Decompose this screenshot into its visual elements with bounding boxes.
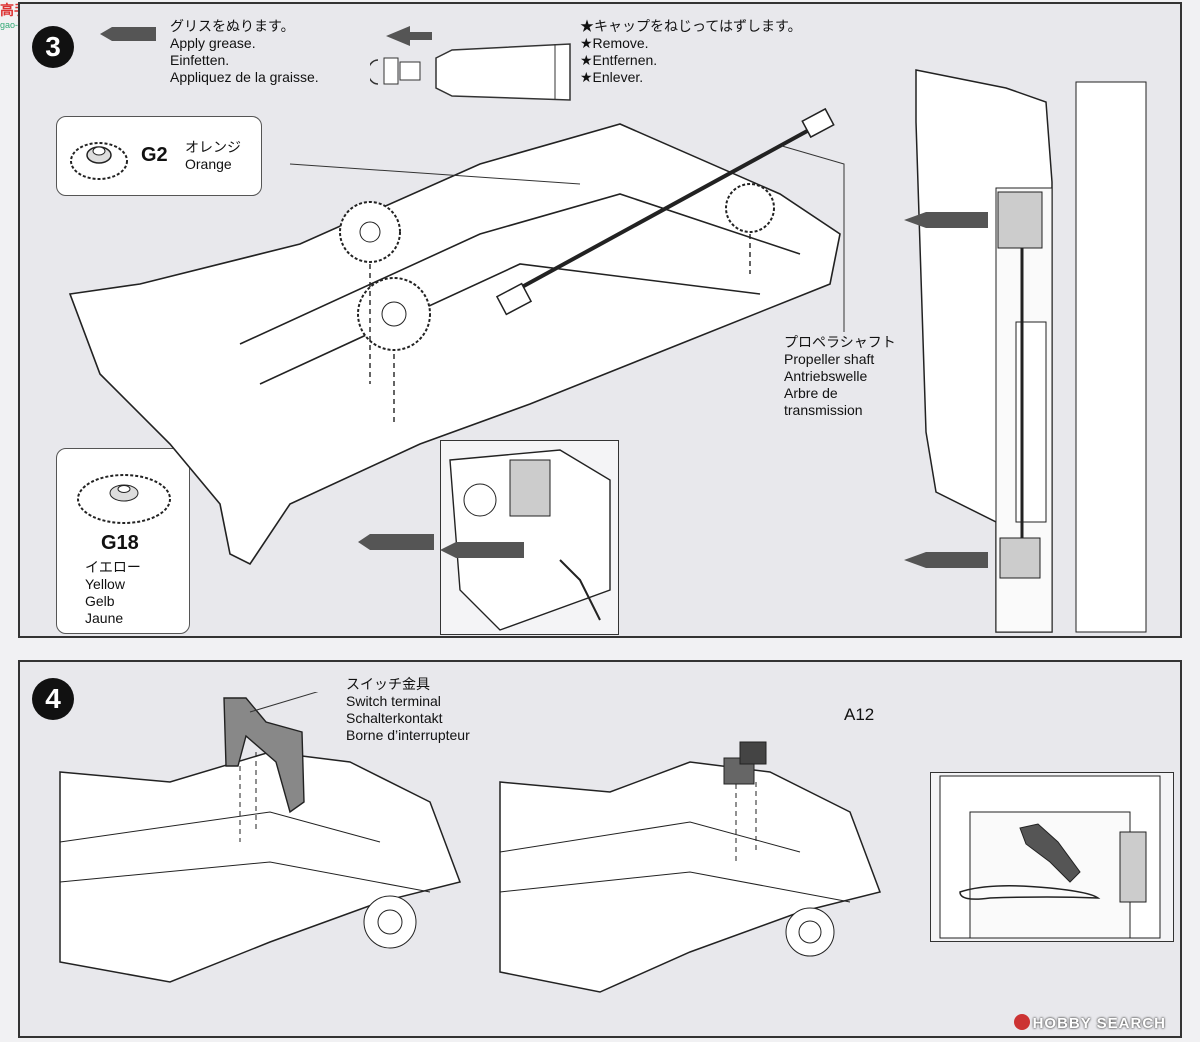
grease-jp: グリスをぬります。 bbox=[170, 18, 295, 34]
switch-terminal-assembly-drawing bbox=[59, 692, 461, 983]
gear-g2-en: Orange bbox=[185, 156, 232, 172]
propeller-fr1: Arbre de bbox=[784, 385, 838, 401]
switch-jp: スイッチ金具 bbox=[346, 676, 430, 692]
propeller-jp: プロペラシャフト bbox=[784, 334, 896, 350]
cap-jp: ★キャップをねじってはずします。 bbox=[580, 18, 802, 34]
gear-g2-callout: G2 オレンジ Orange bbox=[56, 116, 262, 196]
gear-g18-en: Yellow bbox=[85, 576, 125, 592]
switch-terminal-label: スイッチ金具 Switch terminal Schalterkontakt B… bbox=[346, 676, 470, 744]
hobbysearch-logo-icon bbox=[1013, 1014, 1030, 1030]
propeller-fr2: transmission bbox=[784, 402, 863, 418]
grease-tube-icon bbox=[100, 27, 156, 41]
switch-en: Switch terminal bbox=[346, 693, 441, 709]
step-4-panel: 4 スイッチ金具 Switch terminal Schalterkontakt… bbox=[18, 660, 1182, 1038]
switch-de: Schalterkontakt bbox=[346, 710, 443, 726]
switch-detail-inset bbox=[930, 772, 1174, 942]
step-3-panel: 3 グリスをぬります。 Apply grease. Einfetten. App… bbox=[18, 2, 1182, 638]
hobbysearch-watermark: HOBBY SEARCH bbox=[1013, 1014, 1166, 1032]
gear-g2-code: G2 bbox=[141, 144, 168, 166]
step-4-badge: 4 bbox=[32, 678, 74, 720]
part-a12-label: A12 bbox=[844, 705, 875, 724]
gear-g2-jp: オレンジ bbox=[185, 139, 241, 155]
cap-fr: ★Enlever. bbox=[580, 69, 644, 85]
part-a12-assembly-drawing bbox=[499, 741, 881, 993]
gear-g18-jp: イエロー bbox=[85, 559, 141, 575]
propeller-en: Propeller shaft bbox=[784, 351, 875, 367]
gear-g2-names: オレンジ Orange bbox=[185, 139, 241, 173]
cap-de: ★Entfernen. bbox=[580, 52, 658, 68]
cap-en: ★Remove. bbox=[580, 35, 649, 51]
gear-g2-icon bbox=[70, 142, 128, 180]
grease-en: Apply grease. bbox=[170, 35, 256, 51]
switch-fr: Borne d’interrupteur bbox=[346, 727, 470, 743]
propeller-shaft-label: プロペラシャフト Propeller shaft Antriebswelle A… bbox=[784, 334, 896, 419]
chassis-top-view bbox=[904, 69, 1147, 633]
grease-tube-icon-inset bbox=[358, 534, 434, 550]
gear-g18-de: Gelb bbox=[85, 593, 115, 609]
grease-de: Einfetten. bbox=[170, 52, 230, 68]
cap-instructions: ★キャップをねじってはずします。 ★Remove. ★Entfernen. ★E… bbox=[580, 18, 802, 86]
cap-removal-illustration bbox=[370, 26, 571, 101]
chassis-assembly-drawing bbox=[68, 107, 841, 566]
step-3-badge: 3 bbox=[32, 26, 74, 68]
gear-g18-fr: Jaune bbox=[85, 610, 124, 626]
grease-instructions: グリスをぬります。 Apply grease. Einfetten. Appli… bbox=[170, 18, 319, 86]
gear-g18-callout: G18 イエロー Yellow Gelb Jaune bbox=[56, 448, 190, 634]
gear-g18-code: G18 bbox=[101, 532, 139, 554]
hobbysearch-text: HOBBY SEARCH bbox=[1032, 1015, 1166, 1032]
gear-g18-names: イエロー Yellow Gelb Jaune bbox=[85, 559, 141, 627]
propeller-de: Antriebswelle bbox=[784, 368, 868, 384]
gear-g18-icon bbox=[77, 474, 171, 524]
grease-detail-inset bbox=[440, 440, 619, 635]
propeller-shaft-leader bbox=[781, 145, 845, 332]
grease-fr: Appliquez de la graisse. bbox=[170, 69, 319, 85]
